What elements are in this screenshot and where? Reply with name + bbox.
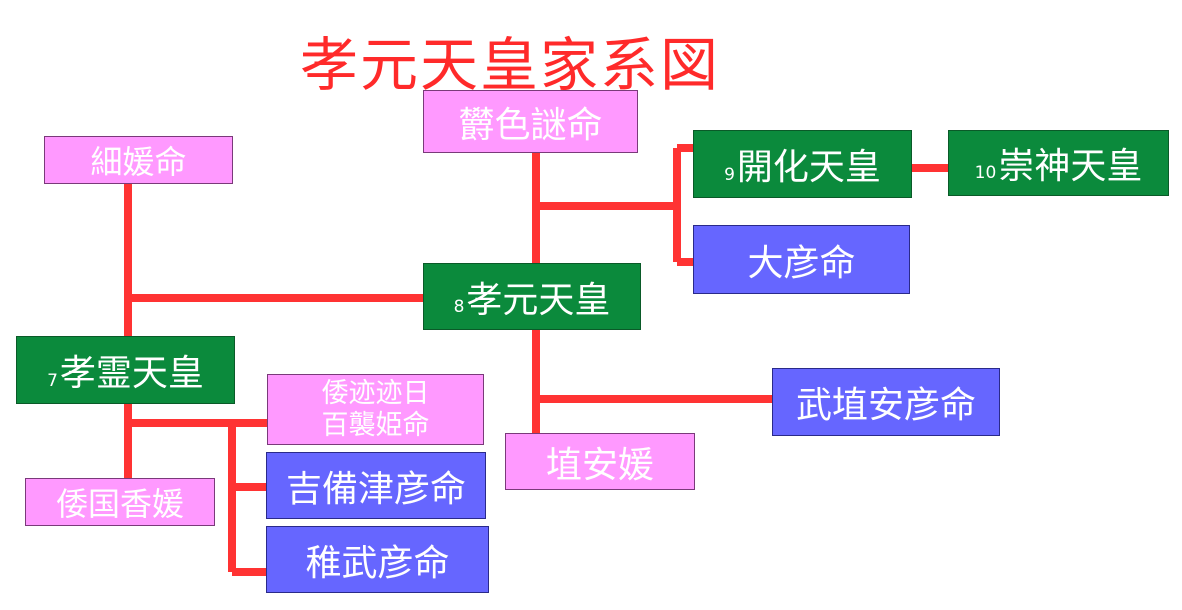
box-yamatonokuni: 倭国香媛: [25, 478, 215, 526]
name-momoso-line2: 百襲姫命: [321, 409, 430, 441]
number-kougen: 8: [453, 297, 465, 317]
number-kourei: 7: [47, 371, 58, 391]
name-yamatonokuni: 倭国香媛: [55, 485, 184, 523]
number-kaika: 9: [724, 165, 735, 185]
box-kougen: 8 孝元天皇: [423, 263, 641, 330]
box-ohiko: 大彦命: [693, 225, 910, 294]
box-kaika: 9 開化天皇: [693, 130, 912, 198]
box-wakatake: 稚武彦命: [266, 526, 489, 593]
name-sujin: 崇神天皇: [998, 146, 1143, 187]
name-takehaniyasu: 武埴安彦命: [795, 385, 976, 426]
box-haniyasu: 埴安媛: [505, 433, 695, 490]
page-title: 孝元天皇家系図: [300, 31, 721, 99]
name-kougen: 孝元天皇: [466, 279, 611, 321]
name-haniyasu: 埴安媛: [545, 444, 654, 486]
box-kourei: 7 孝霊天皇: [16, 336, 235, 404]
name-ohiko: 大彦命: [747, 242, 856, 284]
name-kourei: 孝霊天皇: [59, 353, 204, 394]
name-kaika: 開化天皇: [736, 147, 881, 188]
name-kibitsu: 吉備津彦命: [285, 468, 466, 510]
box-kouki: 欝色謎命: [423, 90, 638, 153]
name-kouki: 欝色謎命: [458, 104, 603, 146]
box-kibitsu: 吉備津彦命: [266, 452, 486, 519]
name-hosohime: 細媛命: [90, 143, 187, 181]
box-hosohime: 細媛命: [44, 136, 233, 184]
box-sujin: 10 崇神天皇: [948, 130, 1169, 196]
name-wakatake: 稚武彦命: [305, 542, 450, 584]
box-takehaniyasu: 武埴安彦命: [772, 368, 1000, 436]
box-momoso: 倭迹迹日 百襲姫命: [267, 374, 484, 445]
number-sujin: 10: [974, 163, 997, 183]
name-momoso-line1: 倭迹迹日: [321, 377, 430, 409]
